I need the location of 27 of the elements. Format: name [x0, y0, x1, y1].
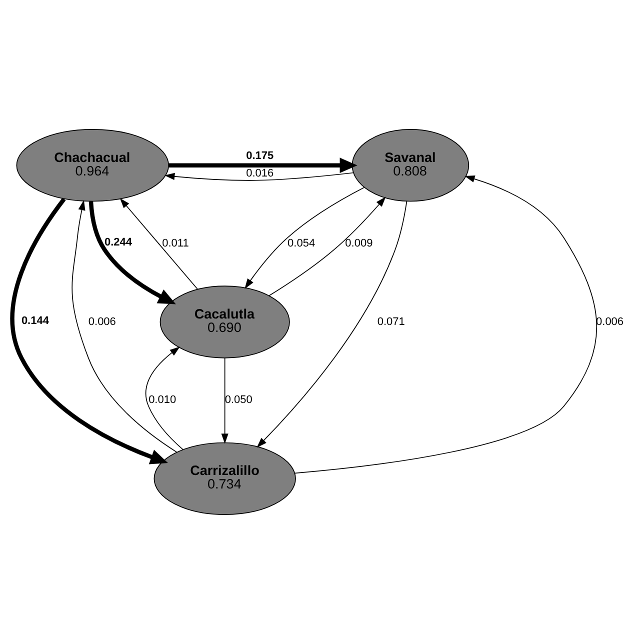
arrow [164, 172, 354, 180]
edge-label: 0.244 [104, 236, 132, 248]
arrow [294, 174, 598, 474]
node-ellipse: Chachacual 0.964 [16, 128, 169, 202]
arrow [88, 200, 176, 304]
edge-label: 0.011 [162, 237, 189, 250]
arrow [256, 200, 408, 448]
edge-label: 0.009 [345, 237, 373, 250]
edge-label: 0.144 [21, 314, 49, 327]
arrow [168, 157, 358, 173]
node-ellipse: Cacalutla 0.690 [160, 285, 290, 358]
edge-label: 0.006 [88, 315, 116, 328]
arrow [120, 198, 198, 290]
arrow [146, 346, 184, 450]
arrow [268, 196, 386, 296]
arrow [10, 197, 168, 464]
edge-label: 0.016 [246, 167, 274, 180]
edge-label: 0.050 [224, 394, 252, 406]
arrow [244, 186, 365, 288]
node-ellipse: Savanal 0.808 [352, 128, 470, 202]
arrow [72, 200, 178, 452]
edge-label: 0.175 [246, 149, 274, 162]
arrow [221, 357, 228, 444]
node-ellipse: Carrizalillo 0.734 [154, 442, 296, 514]
edge-label: 0.054 [288, 237, 316, 250]
edge-label: 0.010 [148, 394, 176, 406]
edge-label: 0.071 [377, 315, 405, 328]
